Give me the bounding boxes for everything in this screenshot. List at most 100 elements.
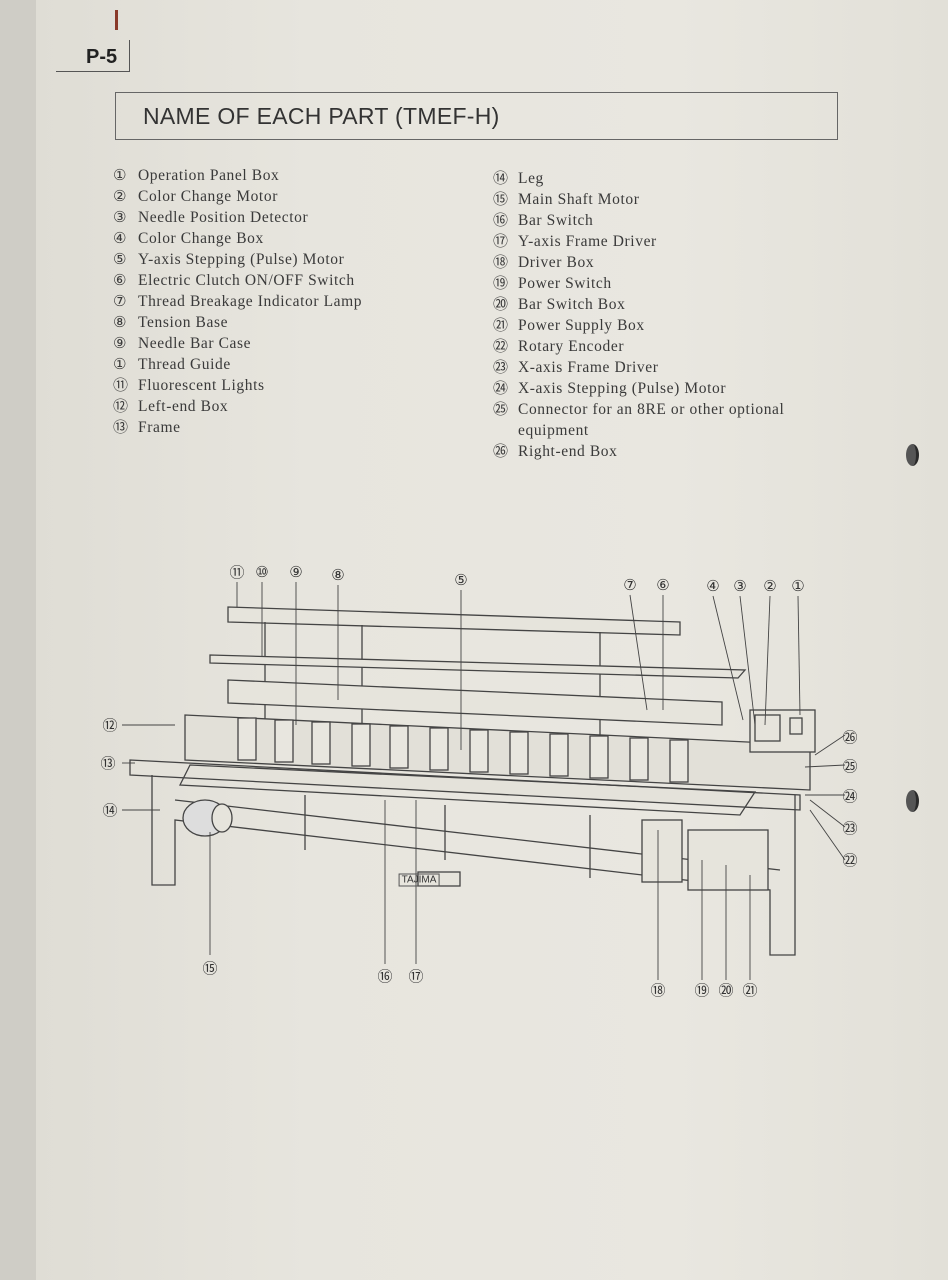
part-list-item: ① Operation Panel Box bbox=[113, 165, 362, 186]
part-list-item: ⑨ Needle Bar Case bbox=[113, 333, 362, 354]
item-number: ⑧ bbox=[113, 313, 128, 331]
callout-number: ⑥ bbox=[656, 576, 670, 594]
callout-number: ② bbox=[763, 577, 777, 595]
item-number: ⑬ bbox=[113, 418, 129, 436]
callout-number: ⑨ bbox=[289, 563, 303, 581]
callout-number: ㉑ bbox=[742, 981, 758, 1000]
item-number: ㉑ bbox=[493, 316, 509, 334]
item-label: Needle Bar Case bbox=[138, 335, 252, 352]
item-label: Leg bbox=[518, 170, 544, 187]
item-label: X-axis Frame Driver bbox=[518, 359, 659, 376]
item-label: Needle Position Detector bbox=[138, 209, 309, 226]
item-number: ㉕ bbox=[493, 400, 509, 418]
callout-number: ㉔ bbox=[842, 787, 858, 806]
item-number: ㉓ bbox=[493, 358, 509, 376]
item-label: Power Supply Box bbox=[518, 317, 645, 334]
item-label: Color Change Box bbox=[138, 230, 264, 247]
item-label: Fluorescent Lights bbox=[138, 377, 265, 394]
callout-number: ㉖ bbox=[842, 728, 858, 747]
callout-number: ⑤ bbox=[454, 571, 468, 589]
item-label: Thread Guide bbox=[138, 356, 231, 373]
part-list-item: ㉖ Right-end Box bbox=[493, 441, 784, 462]
part-list-item: ㉔ X-axis Stepping (Pulse) Motor bbox=[493, 378, 784, 399]
callout-number: ⑰ bbox=[408, 967, 424, 986]
item-number: ⑫ bbox=[113, 397, 129, 415]
item-label: Tension Base bbox=[138, 314, 229, 331]
item-number: ① bbox=[113, 355, 128, 373]
callout-number: ⑫ bbox=[102, 716, 118, 735]
item-label: equipment bbox=[518, 422, 589, 439]
part-list-item: ㉕ Connector for an 8RE or other optional bbox=[493, 399, 784, 420]
callout-number: ㉕ bbox=[842, 757, 858, 776]
item-number: ㉒ bbox=[493, 337, 509, 355]
document-page bbox=[36, 0, 948, 1280]
callout-number: ⑦ bbox=[623, 576, 637, 594]
embroidery-machine-drawing bbox=[122, 582, 846, 980]
item-number: ⑲ bbox=[493, 274, 509, 292]
item-number: ⑨ bbox=[113, 334, 128, 352]
item-number: ⑳ bbox=[493, 295, 509, 313]
part-list-item: ⑲ Power Switch bbox=[493, 273, 784, 294]
item-label: Thread Breakage Indicator Lamp bbox=[138, 293, 363, 310]
item-number: ⑦ bbox=[113, 292, 128, 310]
part-list-item: ⑪ Fluorescent Lights bbox=[113, 375, 362, 396]
part-list-item: ㉒ Rotary Encoder bbox=[493, 336, 784, 357]
item-label: X-axis Stepping (Pulse) Motor bbox=[518, 380, 727, 397]
item-label: Right-end Box bbox=[518, 443, 618, 460]
pen-mark bbox=[115, 10, 118, 30]
item-label: Rotary Encoder bbox=[518, 338, 625, 355]
part-list-item: ⑦ Thread Breakage Indicator Lamp bbox=[113, 291, 362, 312]
item-number: ⑪ bbox=[113, 376, 129, 394]
callout-number: ⑱ bbox=[650, 981, 666, 1000]
part-list-item: ⑫ Left-end Box bbox=[113, 396, 362, 417]
item-number: ⑰ bbox=[493, 232, 509, 250]
item-number: ② bbox=[113, 187, 128, 205]
part-list-item: ⑬ Frame bbox=[113, 417, 362, 438]
binder-hole bbox=[906, 790, 919, 812]
part-list-item: ⑳ Bar Switch Box bbox=[493, 294, 784, 315]
binder-hole bbox=[906, 444, 919, 466]
item-label: Connector for an 8RE or other optional bbox=[518, 401, 785, 418]
item-label: Electric Clutch ON/OFF Switch bbox=[138, 272, 355, 289]
callout-number: ⑬ bbox=[100, 754, 116, 773]
item-number: ⑭ bbox=[493, 169, 509, 187]
item-number: ① bbox=[113, 166, 128, 184]
item-label: Operation Panel Box bbox=[138, 167, 280, 184]
item-number: ⑯ bbox=[493, 211, 509, 229]
item-label: Y-axis Frame Driver bbox=[518, 233, 657, 250]
item-number: ㉖ bbox=[493, 442, 509, 460]
item-number: ㉔ bbox=[493, 379, 509, 397]
callout-number: ⑩ bbox=[255, 563, 269, 581]
item-label: Bar Switch bbox=[518, 212, 594, 229]
item-label: Driver Box bbox=[518, 254, 595, 271]
part-list-item: ⑧ Tension Base bbox=[113, 312, 362, 333]
callout-number: ⑯ bbox=[377, 967, 393, 986]
callout-number: ⑭ bbox=[102, 801, 118, 820]
callout-number: ⑧ bbox=[331, 566, 345, 584]
item-label: Power Switch bbox=[518, 275, 612, 292]
callout-number: ⑮ bbox=[202, 959, 218, 978]
callout-number: ① bbox=[791, 577, 805, 595]
callout-number: ⑳ bbox=[718, 981, 734, 1000]
part-list-item: ⑭ Leg bbox=[493, 168, 784, 189]
callout-number: ⑲ bbox=[694, 981, 710, 1000]
item-label: Bar Switch Box bbox=[518, 296, 626, 313]
item-label: Frame bbox=[138, 419, 181, 436]
callout-number: ③ bbox=[733, 577, 747, 595]
brand-plate: TAJIMA bbox=[398, 873, 440, 887]
item-number: ⑥ bbox=[113, 271, 128, 289]
part-list-item: ⑰ Y-axis Frame Driver bbox=[493, 231, 784, 252]
item-number: ④ bbox=[113, 229, 128, 247]
callout-number: ㉒ bbox=[842, 851, 858, 870]
item-label: Y-axis Stepping (Pulse) Motor bbox=[138, 251, 345, 268]
part-list-item: ㉑ Power Supply Box bbox=[493, 315, 784, 336]
item-number: ⑤ bbox=[113, 250, 128, 268]
callout-number: ⑪ bbox=[229, 563, 245, 582]
item-label: Left-end Box bbox=[138, 398, 229, 415]
